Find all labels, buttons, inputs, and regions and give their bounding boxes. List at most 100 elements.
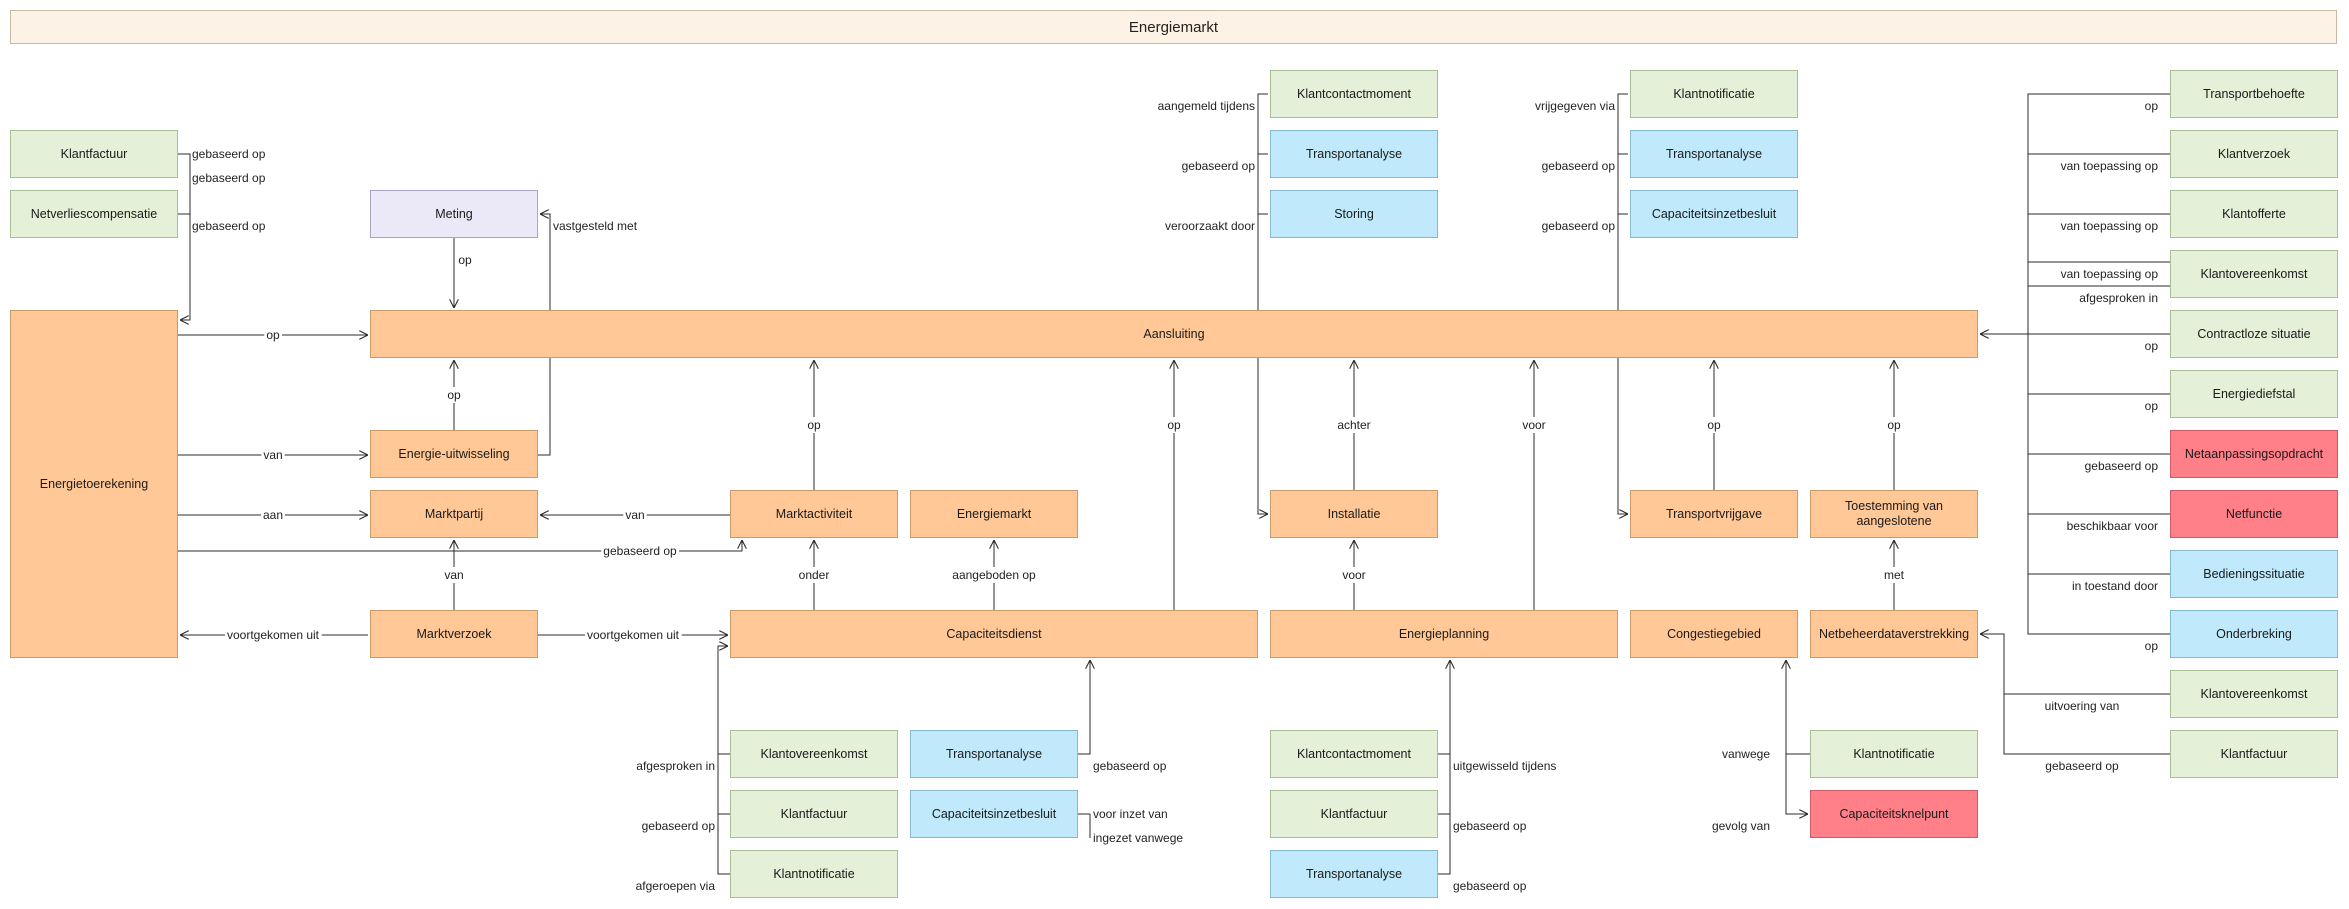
edge-label-background bbox=[1340, 567, 1368, 583]
node-toestemming[interactable]: Toestemming van aangeslotene bbox=[1810, 490, 1978, 538]
edge-46: op bbox=[2028, 333, 2170, 353]
edge-label: afgesproken in bbox=[636, 759, 715, 773]
node-transportanalyse-t2[interactable]: Transportanalyse bbox=[1630, 130, 1798, 178]
node-marktverzoek[interactable]: Marktverzoek bbox=[370, 610, 538, 658]
edge-line bbox=[1617, 93, 1628, 514]
node-transportbehoefte[interactable]: Transportbehoefte bbox=[2170, 70, 2338, 118]
edge-12: van bbox=[442, 540, 466, 610]
edge-label: onder bbox=[799, 568, 830, 582]
node-klantnotificatie-b[interactable]: Klantnotificatie bbox=[730, 850, 898, 898]
edge-8: op bbox=[454, 238, 474, 308]
node-energietoerekening[interactable]: Energietoerekening bbox=[10, 310, 178, 658]
edge-24: aangemeld tijdens bbox=[1158, 93, 1268, 514]
node-onderbreking[interactable]: Onderbreking bbox=[2170, 610, 2338, 658]
node-klantcontactmoment-t[interactable]: Klantcontactmoment bbox=[1270, 70, 1438, 118]
node-contractloze-situatie[interactable]: Contractloze situatie bbox=[2170, 310, 2338, 358]
edge-43: van toepassing op bbox=[2028, 213, 2170, 233]
node-klantovereenkomst-r2[interactable]: Klantovereenkomst bbox=[2170, 670, 2338, 718]
node-capaciteitsinzetbesluit-b[interactable]: Capaciteitsinzetbesluit bbox=[910, 790, 1078, 838]
node-klantfactuur-b[interactable]: Klantfactuur bbox=[730, 790, 898, 838]
edge-label: voortgekomen uit bbox=[587, 628, 680, 642]
node-klantfactuur-l[interactable]: Klantfactuur bbox=[10, 130, 178, 178]
edge-line bbox=[1980, 634, 2170, 695]
edge-19: gebaseerd op bbox=[642, 813, 730, 833]
node-aansluiting[interactable]: Aansluiting bbox=[370, 310, 1978, 358]
edge-label: vastgesteld met bbox=[553, 219, 638, 233]
edge-47: op bbox=[2028, 393, 2170, 413]
edge-label: voor inzet van bbox=[1093, 807, 1168, 821]
edge-0: gebaseerd op bbox=[178, 147, 266, 320]
node-energieplanning[interactable]: Energieplanning bbox=[1270, 610, 1618, 658]
node-energiemarkt-node[interactable]: Energiemarkt bbox=[910, 490, 1078, 538]
edge-label-background bbox=[1885, 417, 1903, 433]
edge-label: op bbox=[2145, 339, 2159, 353]
edge-32: gebaseerd op bbox=[1438, 754, 1527, 893]
edge-3: op bbox=[178, 327, 368, 343]
node-marktactiviteit[interactable]: Marktactiviteit bbox=[730, 490, 898, 538]
edge-label-background bbox=[445, 387, 463, 403]
edge-33: vrijgegeven via bbox=[1535, 93, 1628, 514]
node-klantcontactmoment-b[interactable]: Klantcontactmoment bbox=[1270, 730, 1438, 778]
edge-30: uitgewisseld tijdens bbox=[1438, 660, 1556, 773]
node-bedieningssituatie[interactable]: Bedieningssituatie bbox=[2170, 550, 2338, 598]
node-marktpartij[interactable]: Marktpartij bbox=[370, 490, 538, 538]
node-klantovereenkomst-r[interactable]: Klantovereenkomst bbox=[2170, 250, 2338, 298]
edge-label-background bbox=[1335, 417, 1373, 433]
node-storing[interactable]: Storing bbox=[1270, 190, 1438, 238]
edge-label: voor bbox=[1342, 568, 1365, 582]
edge-label: in toestand door bbox=[2072, 579, 2158, 593]
edge-label: gebaseerd op bbox=[192, 219, 266, 233]
edge-27: achter bbox=[1335, 360, 1373, 490]
edge-line bbox=[178, 540, 742, 552]
edge-label-background bbox=[2043, 758, 2122, 774]
node-transportanalyse-t[interactable]: Transportanalyse bbox=[1270, 130, 1438, 178]
node-klantovereenkomst-b[interactable]: Klantovereenkomst bbox=[730, 730, 898, 778]
node-energiediefstal[interactable]: Energiediefstal bbox=[2170, 370, 2338, 418]
node-netfunctie[interactable]: Netfunctie bbox=[2170, 490, 2338, 538]
node-netverliescompensatie[interactable]: Netverliescompensatie bbox=[10, 190, 178, 238]
node-energie-uitwisseling[interactable]: Energie-uitwisseling bbox=[370, 430, 538, 478]
edge-label: aan bbox=[263, 508, 283, 522]
edge-20: afgeroepen via bbox=[636, 754, 730, 893]
edge-label: gevolg van bbox=[1712, 819, 1770, 833]
node-congestiegebied[interactable]: Congestiegebied bbox=[1630, 610, 1798, 658]
edge-label: van bbox=[263, 448, 282, 462]
edge-label: gebaseerd op bbox=[1542, 219, 1616, 233]
node-klantfactuur-r2[interactable]: Klantfactuur bbox=[2170, 730, 2338, 778]
node-netbeheerdataverstrekking[interactable]: Netbeheerdataverstrekking bbox=[1810, 610, 1978, 658]
edge-26: veroorzaakt door bbox=[1165, 213, 1268, 233]
edge-7: voortgekomen uit bbox=[180, 627, 368, 643]
node-transportvrijgave[interactable]: Transportvrijgave bbox=[1630, 490, 1798, 538]
edge-21: gebaseerd op bbox=[1078, 660, 1167, 773]
node-klantnotificatie-r[interactable]: Klantnotificatie bbox=[1810, 730, 1978, 778]
node-netaanpassingsopdracht[interactable]: Netaanpassingsopdracht bbox=[2170, 430, 2338, 478]
node-meting[interactable]: Meting bbox=[370, 190, 538, 238]
node-klantofferte[interactable]: Klantofferte bbox=[2170, 190, 2338, 238]
edge-label-background bbox=[1520, 417, 1548, 433]
edge-label: gebaseerd op bbox=[2045, 759, 2119, 773]
edge-line bbox=[1438, 660, 1450, 755]
node-installatie[interactable]: Installatie bbox=[1270, 490, 1438, 538]
edge-34: gebaseerd op bbox=[1542, 153, 1628, 173]
node-capaciteitsdienst[interactable]: Capaciteitsdienst bbox=[730, 610, 1258, 658]
node-transportanalyse-b[interactable]: Transportanalyse bbox=[910, 730, 1078, 778]
node-klantnotificatie-t[interactable]: Klantnotificatie bbox=[1630, 70, 1798, 118]
edge-line bbox=[717, 754, 730, 875]
edge-label-background bbox=[442, 567, 466, 583]
edge-42: van toepassing op bbox=[2028, 153, 2170, 173]
edge-label-background bbox=[260, 507, 286, 523]
edge-label: gebaseerd op bbox=[1182, 159, 1256, 173]
edge-label: met bbox=[1884, 568, 1905, 582]
node-klantfactuur-b2[interactable]: Klantfactuur bbox=[1270, 790, 1438, 838]
edge-37: op bbox=[1885, 360, 1903, 490]
node-capaciteitsknelpunt[interactable]: Capaciteitsknelpunt bbox=[1810, 790, 1978, 838]
node-klantverzoek[interactable]: Klantverzoek bbox=[2170, 130, 2338, 178]
edge-label: aangeboden op bbox=[952, 568, 1036, 582]
node-capaciteitsinzetbesluit-t[interactable]: Capaciteitsinzetbesluit bbox=[1630, 190, 1798, 238]
edge-label: op bbox=[807, 418, 821, 432]
edge-label: gebaseerd op bbox=[1542, 159, 1616, 173]
edge-label: achter bbox=[1337, 418, 1370, 432]
edge-29: voor bbox=[1520, 360, 1548, 610]
node-transportanalyse-b2[interactable]: Transportanalyse bbox=[1270, 850, 1438, 898]
diagram-title: Energiemarkt bbox=[10, 10, 2337, 44]
